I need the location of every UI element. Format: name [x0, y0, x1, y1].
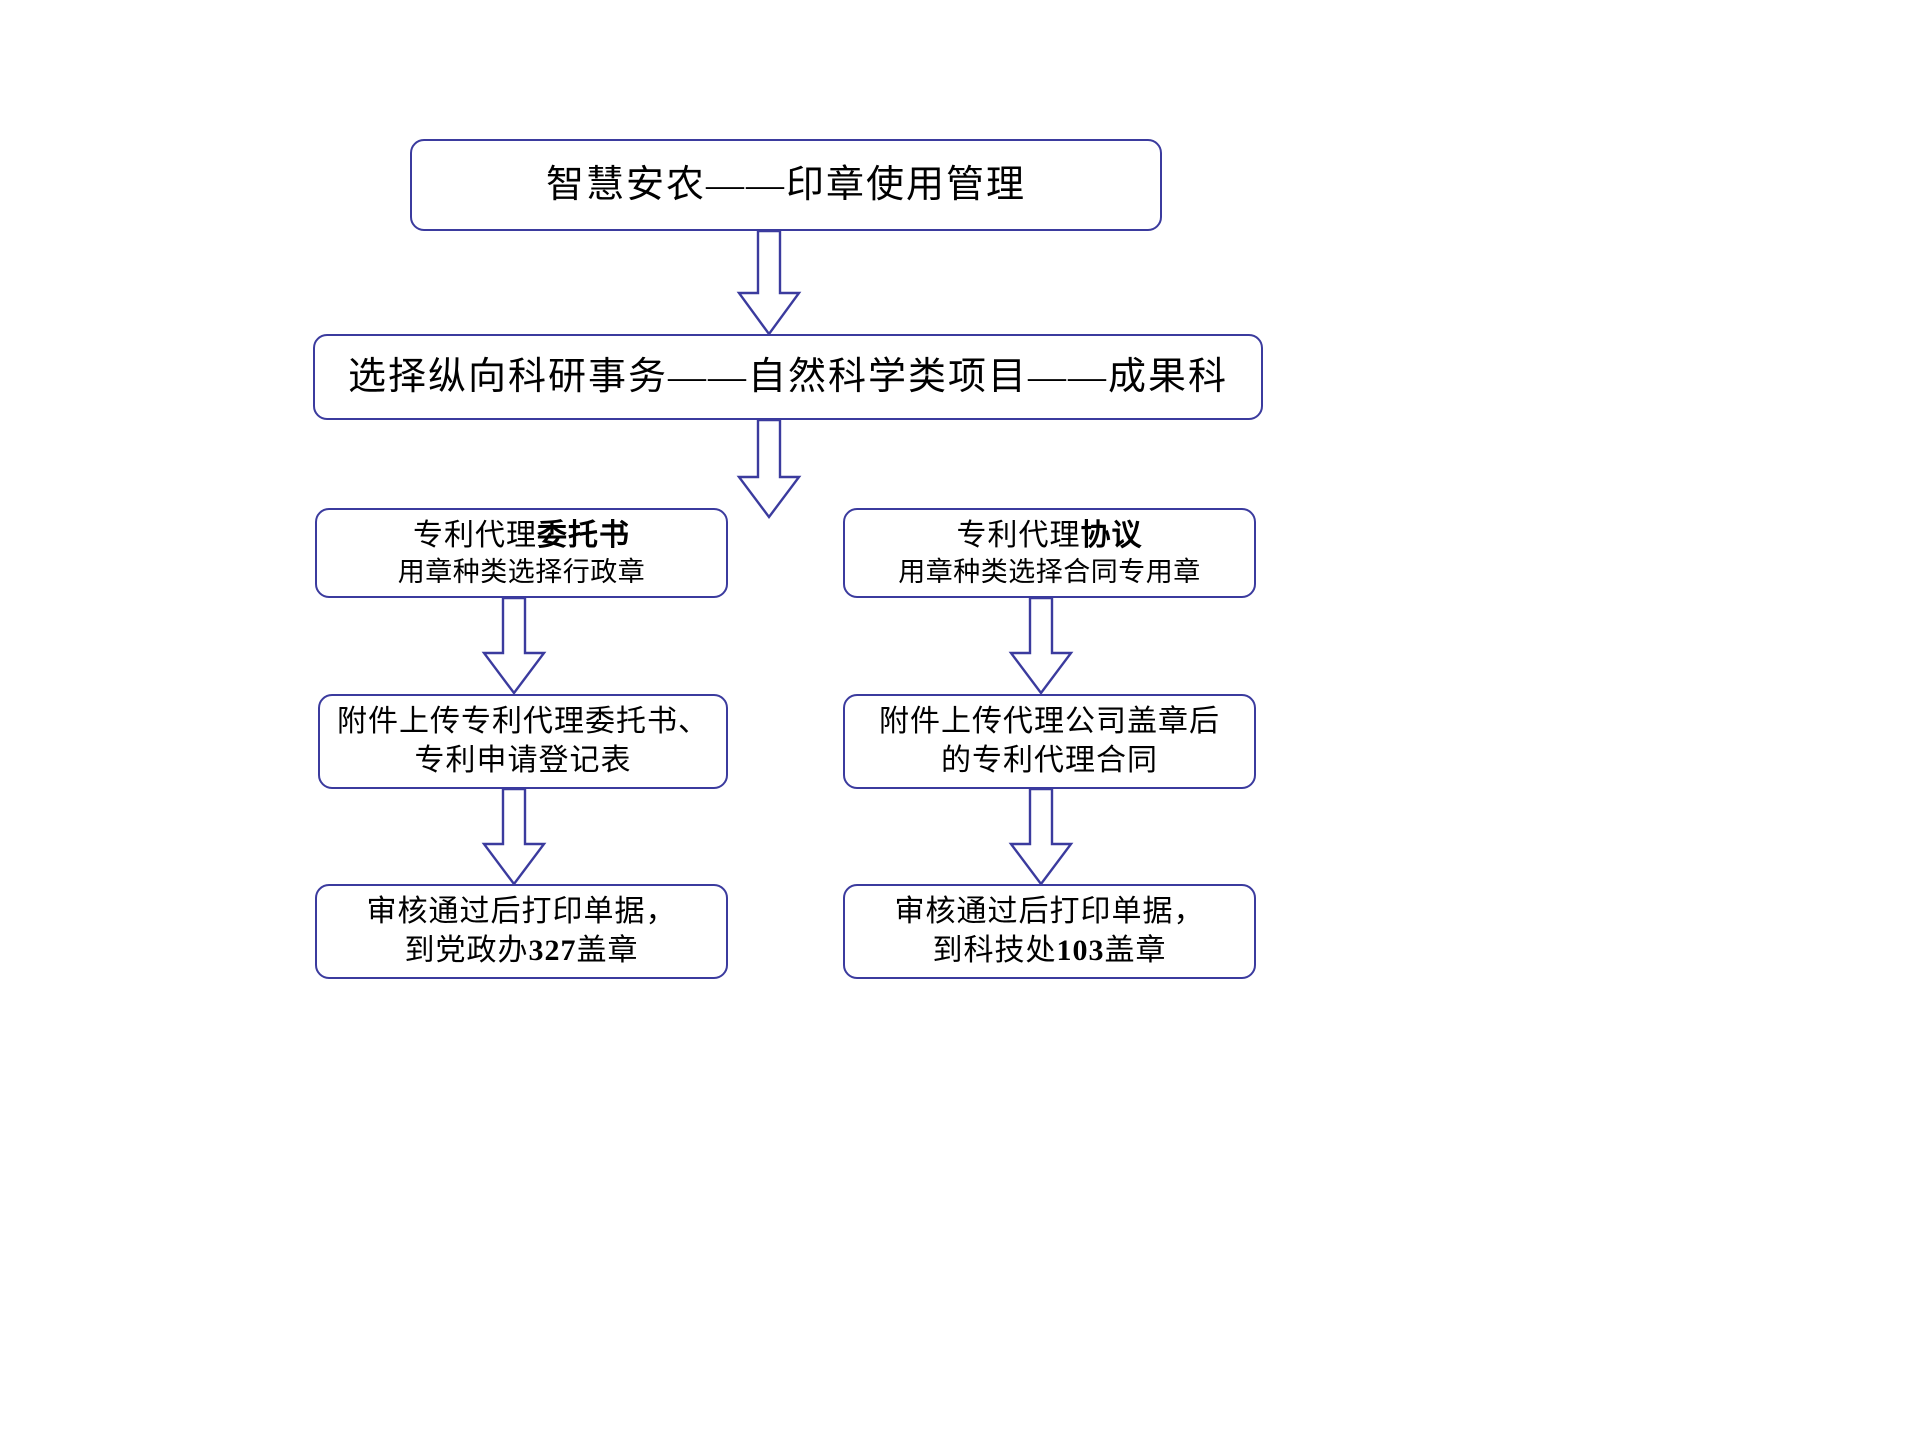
node-stage-text: 选择纵向科研事务——自然科学类项目——成果科 [347, 355, 1228, 398]
node-branch-left-line1: 专利代理委托书 [413, 517, 630, 555]
node-print-right-room-number: 103 [1056, 933, 1105, 967]
node-branch-left-line2: 用章种类选择行政章 [397, 556, 646, 587]
node-branch-right-line2: 用章种类选择合同专用章 [898, 556, 1201, 587]
node-stage-select-research-affairs: 选择纵向科研事务——自然科学类项目——成果科 [313, 334, 1263, 420]
node-branch-patent-agency-agreement: 专利代理协议 用章种类选择合同专用章 [843, 508, 1256, 598]
node-print-left-line2-suffix: 盖章 [576, 933, 639, 967]
node-print-right-stamp: 审核通过后打印单据， 到科技处103盖章 [843, 884, 1256, 979]
node-print-right-line2: 到科技处103盖章 [933, 932, 1167, 970]
node-branch-right-line1: 专利代理协议 [957, 517, 1143, 555]
arrow-upload-right-to-print-right [1008, 787, 1074, 886]
arrow-stage-to-branches [736, 418, 802, 519]
arrow-branch-right-to-upload-right [1008, 596, 1074, 695]
node-title-seal-management: 智慧安农——印章使用管理 [410, 139, 1162, 231]
node-branch-patent-agency-authorization: 专利代理委托书 用章种类选择行政章 [315, 508, 728, 598]
arrow-title-to-stage [736, 229, 802, 337]
node-print-left-line1: 审核通过后打印单据， [366, 895, 677, 929]
node-upload-left-attachments: 附件上传专利代理委托书、 专利申请登记表 [318, 694, 728, 789]
node-upload-left-line2: 专利申请登记表 [414, 743, 632, 777]
node-print-right-line2-suffix: 盖章 [1104, 933, 1167, 967]
node-branch-right-line1-bold: 协议 [1080, 518, 1143, 552]
node-branch-right-line1-normal: 专利代理 [956, 518, 1081, 552]
arrow-branch-left-to-upload-left [481, 596, 547, 695]
node-branch-left-line1-bold: 委托书 [537, 518, 630, 552]
node-print-right-line2-prefix: 到科技处 [932, 933, 1057, 967]
node-upload-right-attachments: 附件上传代理公司盖章后 的专利代理合同 [843, 694, 1256, 789]
node-upload-right-line2: 的专利代理合同 [941, 743, 1158, 777]
node-print-left-room-number: 327 [528, 933, 577, 967]
node-print-left-line2-prefix: 到党政办 [404, 933, 529, 967]
node-print-left-stamp: 审核通过后打印单据， 到党政办327盖章 [315, 884, 728, 979]
node-upload-right-line1: 附件上传代理公司盖章后 [879, 705, 1220, 739]
node-branch-left-line1-normal: 专利代理 [413, 518, 537, 552]
node-title-text: 智慧安农——印章使用管理 [545, 163, 1026, 206]
node-print-right-line1: 审核通过后打印单据， [894, 895, 1205, 929]
node-upload-left-line1: 附件上传专利代理委托书、 [337, 705, 709, 739]
arrow-upload-left-to-print-left [481, 787, 547, 886]
node-print-left-line2: 到党政办327盖章 [405, 932, 639, 970]
